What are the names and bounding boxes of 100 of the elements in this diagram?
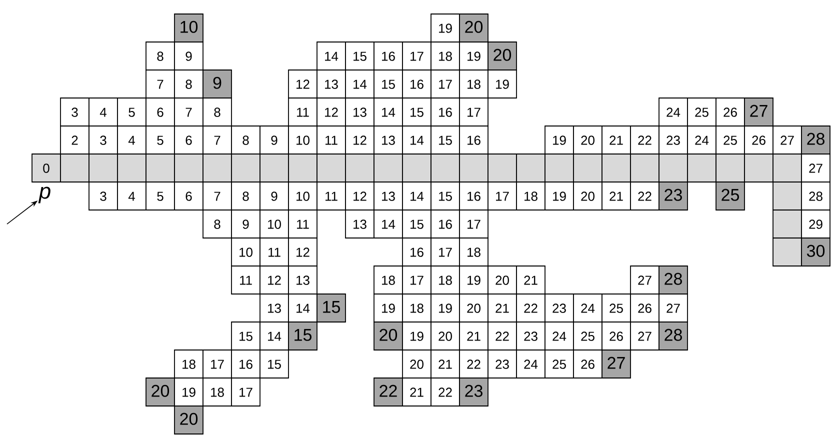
grid-cell: 20 — [459, 294, 488, 322]
grid-cell: 20 — [573, 182, 602, 210]
grid-cell: 0 — [32, 154, 61, 182]
grid-cell: 27 — [772, 126, 802, 154]
grid-cell: 20 — [573, 126, 602, 154]
grid-cell: 13 — [345, 98, 374, 126]
grid-cell: 25 — [602, 294, 631, 322]
grid-cell: 15 — [430, 126, 460, 154]
grid-cell — [202, 154, 232, 182]
grid-cell: 17 — [459, 210, 488, 238]
grid-cell: 23 — [488, 350, 517, 378]
grid-cell — [516, 154, 546, 182]
grid-cell: 15 — [345, 42, 374, 70]
grid-cell: 24 — [573, 294, 602, 322]
grid-cell: 20 — [174, 406, 204, 434]
grid-cell: 12 — [288, 70, 318, 98]
grid-cell: 9 — [174, 42, 204, 70]
grid-cell: 21 — [402, 378, 432, 406]
grid-cell: 7 — [174, 98, 204, 126]
grid-cell: 22 — [374, 378, 403, 406]
grid-cell: 7 — [146, 70, 175, 98]
grid-cell: 10 — [231, 238, 260, 266]
grid-cell: 15 — [430, 182, 460, 210]
grid-cell: 25 — [544, 350, 574, 378]
grid-cell: 18 — [374, 266, 403, 294]
grid-cell: 17 — [231, 378, 260, 406]
grid-cell: 19 — [488, 70, 517, 98]
grid-cell: 4 — [117, 126, 146, 154]
grid-cell: 17 — [488, 182, 517, 210]
grid-cell: 22 — [430, 378, 460, 406]
grid-cell: 18 — [430, 42, 460, 70]
grid-cell: 23 — [516, 322, 546, 350]
grid-cell: 19 — [402, 322, 432, 350]
grid-cell: 12 — [316, 98, 346, 126]
grid-cell: 20 — [146, 378, 175, 406]
grid-cell: 4 — [117, 182, 146, 210]
grid-cell: 20 — [374, 322, 403, 350]
grid-cell: 25 — [716, 126, 745, 154]
grid-cell: 20 — [488, 42, 517, 70]
grid-cell — [231, 154, 260, 182]
grid-cell: 18 — [174, 350, 204, 378]
grid-cell: 23 — [658, 182, 688, 210]
grid-cell: 16 — [231, 350, 260, 378]
grid-cell: 27 — [801, 154, 830, 182]
grid-cell: 18 — [459, 238, 488, 266]
grid-cell: 25 — [687, 98, 716, 126]
grid-cell: 26 — [716, 98, 745, 126]
grid-cell: 25 — [716, 182, 745, 210]
grid-cell: 19 — [430, 14, 460, 42]
grid-cell: 20 — [430, 322, 460, 350]
grid-cell: 18 — [516, 182, 546, 210]
grid-cell: 22 — [459, 350, 488, 378]
grid-cell: 15 — [231, 322, 260, 350]
grid-cell: 6 — [174, 182, 204, 210]
grid-cell: 17 — [430, 70, 460, 98]
grid-cell: 21 — [602, 126, 631, 154]
grid-cell: 11 — [316, 182, 346, 210]
grid-cell: 17 — [430, 238, 460, 266]
grid-cell: 28 — [801, 126, 830, 154]
grid-cell: 30 — [801, 238, 830, 266]
grid-cell: 8 — [202, 210, 232, 238]
grid-cell: 5 — [146, 182, 175, 210]
grid-cell: 19 — [459, 266, 488, 294]
grid-cell: 22 — [488, 322, 517, 350]
grid-cell — [630, 154, 660, 182]
grid-cell: 21 — [430, 350, 460, 378]
grid-cell: 19 — [430, 294, 460, 322]
grid-cell: 17 — [402, 42, 432, 70]
grid-cell — [146, 154, 175, 182]
grid-cell: 10 — [288, 182, 318, 210]
grid-cell — [744, 154, 774, 182]
grid-cell — [459, 154, 488, 182]
grid-cell — [402, 154, 432, 182]
grid-cell — [260, 154, 289, 182]
grid-cell: 14 — [374, 210, 403, 238]
grid-cell: 9 — [202, 70, 232, 98]
grid-cell: 11 — [316, 126, 346, 154]
grid-cell: 3 — [88, 182, 118, 210]
grid-cell: 23 — [544, 294, 574, 322]
grid-cell: 27 — [658, 294, 688, 322]
letter-label: p — [38, 186, 50, 204]
grid-cell: 27 — [602, 350, 631, 378]
grid-cell: 26 — [744, 126, 774, 154]
grid-cell: 18 — [402, 294, 432, 322]
grid-cell: 19 — [544, 182, 574, 210]
grid-cell: 13 — [374, 182, 403, 210]
grid-cell: 11 — [288, 98, 318, 126]
grid-cell — [658, 154, 688, 182]
grid-cell: 21 — [602, 182, 631, 210]
grid-cell: 8 — [174, 70, 204, 98]
grid-cell: 19 — [174, 378, 204, 406]
grid-cell: 15 — [260, 350, 289, 378]
grid-cell — [544, 154, 574, 182]
grid-cell: 16 — [459, 182, 488, 210]
grid-cell: 10 — [174, 14, 204, 42]
grid-cell: 14 — [402, 126, 432, 154]
grid-cell: 14 — [316, 42, 346, 70]
grid-cell: 5 — [117, 98, 146, 126]
grid-cell: 8 — [202, 98, 232, 126]
grid-cell: 21 — [488, 294, 517, 322]
